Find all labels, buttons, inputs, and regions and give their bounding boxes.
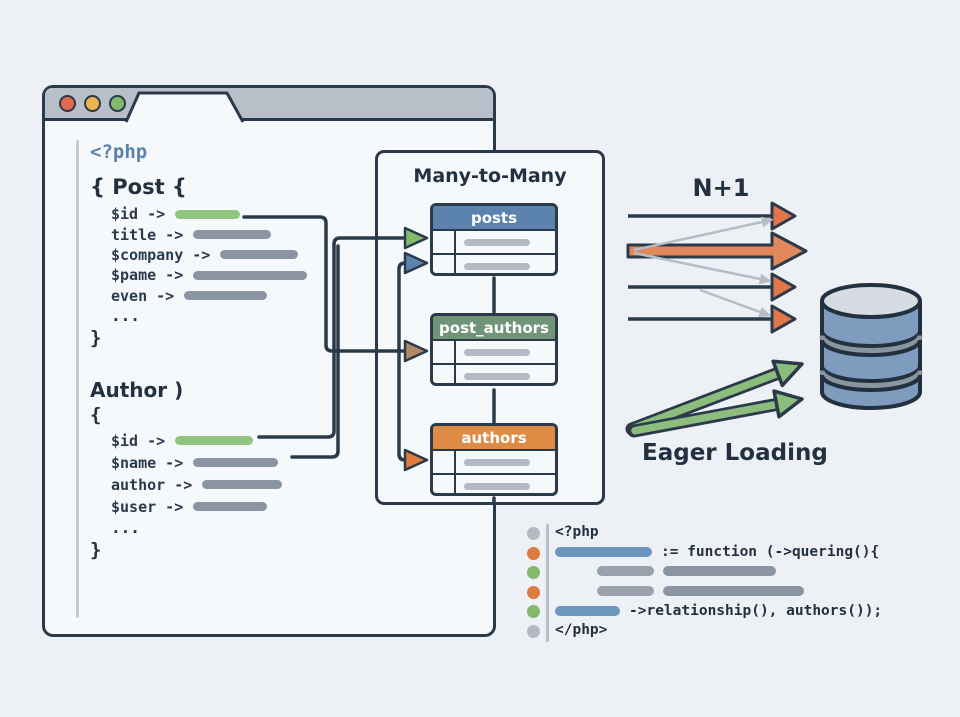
n-plus-one-arrows xyxy=(626,201,808,334)
post-field-even: even -> xyxy=(90,286,307,306)
redacted-row-pill xyxy=(464,482,530,490)
php-open-tag: <?php xyxy=(90,141,148,163)
table-authors-header: authors xyxy=(433,426,555,449)
author-field-id: $id -> xyxy=(90,430,307,452)
dot-icon xyxy=(527,624,540,638)
post-field-title: title -> xyxy=(90,224,307,244)
table-posts-header: posts xyxy=(433,206,555,229)
dot-icon xyxy=(527,605,540,619)
table-row xyxy=(433,229,555,253)
author-block-open: { xyxy=(90,403,102,426)
table-row xyxy=(433,473,555,493)
dot-icon xyxy=(527,566,540,580)
redacted-row-pill xyxy=(464,458,530,466)
dot-icon xyxy=(527,527,540,540)
redacted-row-pill xyxy=(464,372,530,380)
redacted-code-pill xyxy=(555,605,620,616)
snippet-gutter-dots xyxy=(527,527,540,638)
window-titlebar xyxy=(45,88,493,121)
many-to-many-panel: Many-to-Many posts post_authors authors xyxy=(375,150,605,505)
redacted-value-pill xyxy=(193,502,268,512)
dot-icon xyxy=(527,585,540,599)
traffic-light-yellow-icon xyxy=(84,94,101,112)
post-field-company: $company -> xyxy=(90,245,307,265)
dot-icon xyxy=(527,546,540,560)
table-post-authors: post_authors xyxy=(430,313,558,386)
database-icon xyxy=(819,283,923,410)
redacted-value-pill xyxy=(193,270,308,280)
author-field-user: $user -> xyxy=(90,496,307,518)
redacted-code-pill xyxy=(597,585,654,596)
n-plus-one-label: N+1 xyxy=(692,174,750,202)
table-row xyxy=(433,253,555,273)
redacted-value-pill xyxy=(184,291,268,301)
author-block-close: } xyxy=(90,538,102,561)
eager-arrowhead-icon xyxy=(772,389,804,419)
traffic-light-green-icon xyxy=(109,94,126,112)
table-row xyxy=(433,339,555,363)
redacted-value-pill xyxy=(175,209,241,219)
snippet-divider xyxy=(546,524,549,642)
eager-loading-label: Eager Loading xyxy=(642,440,828,466)
redacted-value-pill xyxy=(175,436,254,446)
redacted-code-pill xyxy=(555,546,652,557)
author-model-block: Author ) { $id -> $name -> author -> $us… xyxy=(90,378,307,563)
table-posts: posts xyxy=(430,203,558,276)
redacted-row-pill xyxy=(464,348,530,356)
snippet-line xyxy=(555,561,925,581)
query-arrow-thick xyxy=(626,231,808,271)
author-ellipsis: ... xyxy=(111,517,140,537)
snippet-line: ->relationship(), authors()); xyxy=(555,601,925,621)
table-authors: authors xyxy=(430,423,558,496)
author-block-title: Author ) xyxy=(90,377,184,402)
panel-title: Many-to-Many xyxy=(413,165,567,187)
post-block-close: } xyxy=(90,326,102,349)
snippet-line xyxy=(555,581,925,601)
eager-arrowhead-icon xyxy=(771,359,804,388)
redacted-value-pill xyxy=(193,230,272,240)
snippet-line: </php> xyxy=(555,622,608,639)
post-field-pame: $pame -> xyxy=(90,265,308,285)
post-model-block: { Post { $id -> title -> $company -> $pa… xyxy=(90,175,308,351)
code-gutter-line xyxy=(76,140,79,618)
eager-loading-arrows xyxy=(625,359,804,438)
redacted-value-pill xyxy=(220,250,299,260)
redacted-row-pill xyxy=(464,262,530,270)
redacted-code-pill xyxy=(663,585,804,596)
snippet-line: <?php xyxy=(555,523,599,540)
table-row xyxy=(433,449,555,473)
redacted-code-pill xyxy=(597,566,654,577)
redacted-code-pill xyxy=(663,566,776,577)
post-ellipsis: ... xyxy=(111,305,140,325)
snippet-line: := function (->quering(){ xyxy=(555,542,925,562)
repeat-query-lines xyxy=(633,216,774,318)
table-row xyxy=(433,363,555,383)
redacted-row-pill xyxy=(464,238,530,246)
author-field-author: author -> xyxy=(90,474,307,496)
redacted-value-pill xyxy=(193,458,279,468)
post-block-title: { Post { xyxy=(90,175,187,199)
author-field-name: $name -> xyxy=(90,452,307,474)
post-field-id: $id -> xyxy=(90,204,307,224)
redacted-value-pill xyxy=(202,480,283,490)
traffic-light-red-icon xyxy=(59,94,76,112)
table-post-authors-header: post_authors xyxy=(433,316,555,339)
php-code-left: <?php { Post { $id -> title -> $company … xyxy=(90,141,308,563)
